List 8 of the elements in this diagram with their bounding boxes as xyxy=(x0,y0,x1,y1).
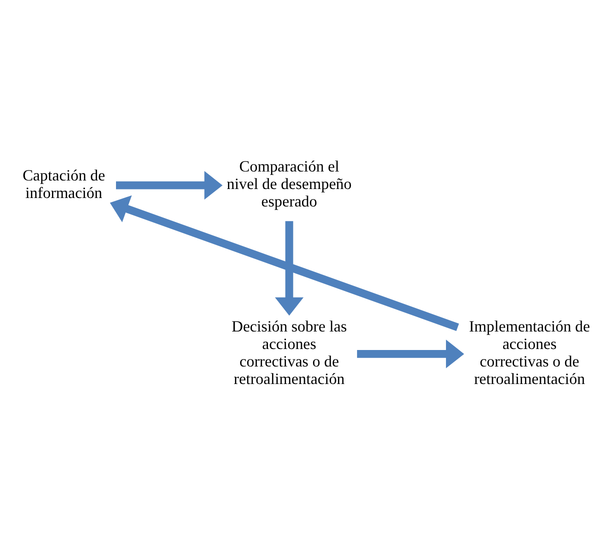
arrow xyxy=(110,195,459,332)
node-text: Captación de información xyxy=(22,167,106,202)
node-text: Decisión sobre las acciones correctivas o de retroalimentación xyxy=(232,318,347,388)
node-text: Comparación el nivel de desempeño esperado xyxy=(226,158,352,211)
arrow xyxy=(116,171,222,200)
arrow xyxy=(357,340,464,368)
arrow xyxy=(274,221,304,316)
node-text: Implementación de acciones correctivas o de retroalimentación xyxy=(469,318,590,388)
